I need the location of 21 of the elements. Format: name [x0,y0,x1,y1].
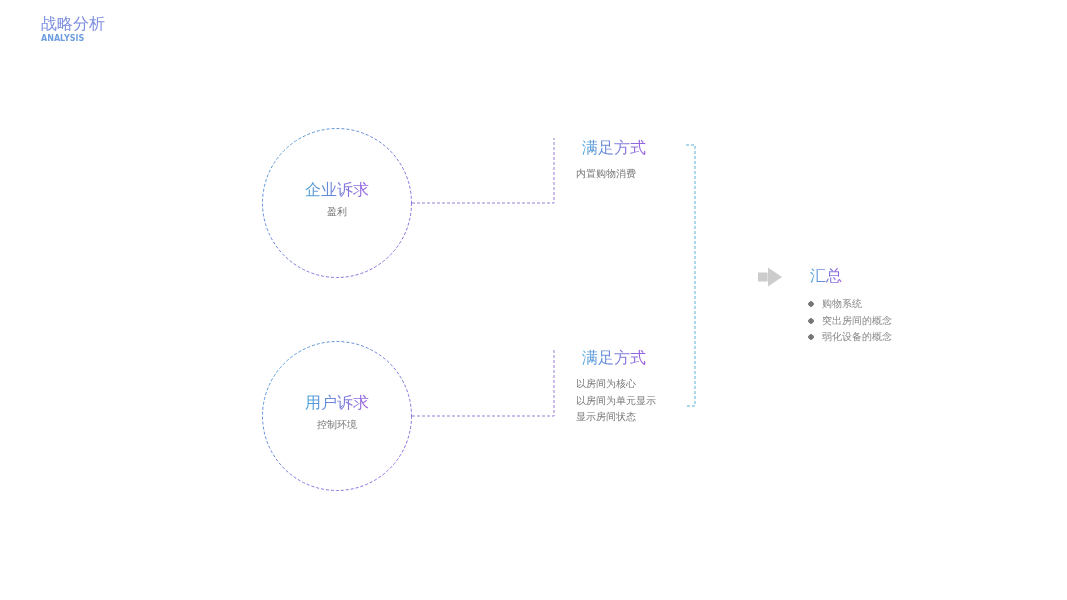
label-text: 盈利 [326,205,348,219]
heading: 企业诉求 [305,180,369,200]
text-line: 显示房间状态 [576,410,636,424]
heading: 用户诉求 [305,393,369,413]
heading: 满足方式 [582,348,646,368]
heading: 满足方式 [582,138,646,158]
text-line: 内置购物消费 [576,167,636,181]
subtitle: ANALYSIS [41,34,85,44]
bullet-item: 突出房间的概念 [808,312,892,329]
connector-line [411,137,555,204]
circle-node [262,341,412,491]
text-line: 以房间为单元显示 [576,393,656,408]
connector-line [411,347,555,417]
bullet-item: 弱化设备的概念 [808,329,892,345]
label-text: 控制环境 [316,418,358,432]
page-title: 战略分析 [41,14,105,34]
text-line: 以房间为核心 [576,377,636,391]
heading: 汇总 [810,266,842,286]
circle-node [262,128,412,278]
bullet-item: 购物系统 [808,296,862,312]
block-arrow [758,269,782,285]
